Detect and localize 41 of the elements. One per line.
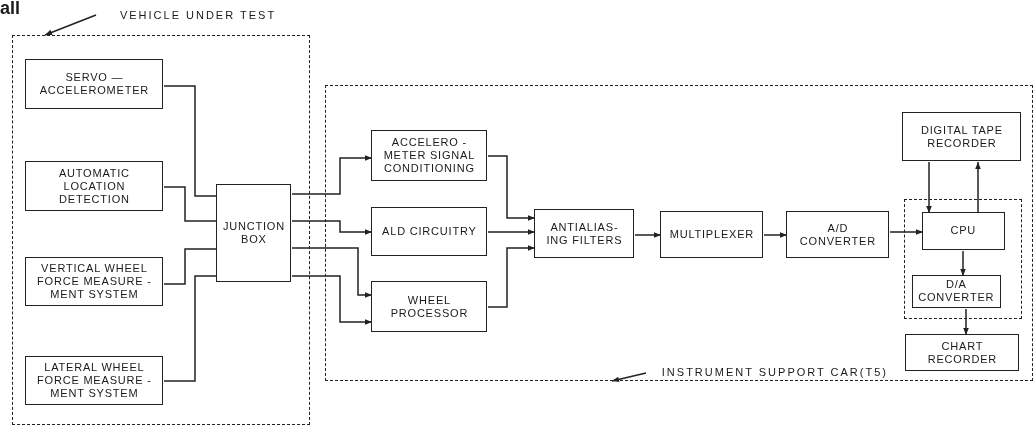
fragment-text: all — [0, 0, 20, 19]
arrow — [291, 275, 373, 325]
process-box: JUNCTION BOX — [216, 184, 292, 283]
connector-line — [163, 85, 218, 197]
process-box: AUTOMATIC LOCATION DETECTION — [25, 161, 164, 212]
process-box: A/D CONVERTER — [786, 211, 890, 259]
process-box: MULTIPLEXER — [660, 211, 764, 259]
arrow — [926, 161, 932, 214]
arrow — [487, 229, 536, 235]
process-box: WHEEL PROCESSOR — [371, 281, 488, 333]
arrow — [889, 229, 924, 235]
arrow — [487, 155, 536, 221]
connector-line — [163, 275, 218, 382]
process-box: DIGITAL TAPE RECORDER — [902, 112, 1022, 162]
caption-text: INSTRUMENT SUPPORT CAR(T5) — [661, 365, 888, 379]
arrow — [963, 308, 969, 336]
arrow — [975, 161, 981, 214]
process-box: CHART RECORDER — [905, 334, 1020, 372]
process-box: LATERAL WHEEL FORCE MEASURE -MENT SYSTEM — [25, 356, 164, 406]
dashed-group-box — [904, 199, 1023, 320]
arrow — [291, 155, 373, 195]
arrow — [291, 220, 373, 235]
arrow — [960, 250, 966, 277]
dashed-group-box — [325, 85, 1033, 381]
connector-line — [163, 186, 218, 222]
process-box: ANTIALIAS- ING FILTERS — [534, 209, 635, 259]
process-box: ACCELERO -METER SIGNAL CONDITIONING — [371, 130, 488, 182]
leader-line — [44, 14, 97, 36]
process-box: ALD CIRCUITRY — [371, 207, 488, 257]
process-box: CPU — [921, 211, 1005, 250]
process-box: SERVO — ACCELEROMETER — [25, 59, 164, 110]
dashed-group-box — [12, 35, 310, 425]
arrow — [487, 245, 536, 308]
connector-line — [163, 248, 218, 285]
arrow — [291, 247, 373, 298]
arrow — [763, 232, 788, 238]
process-box: D/A CONVERTER — [911, 274, 1001, 308]
caption-text: VEHICLE UNDER TEST — [119, 8, 277, 22]
process-box: VERTICAL WHEEL FORCE MEASURE -MENT SYSTEM — [25, 257, 164, 307]
leader-line — [611, 372, 647, 383]
arrow — [634, 232, 662, 238]
